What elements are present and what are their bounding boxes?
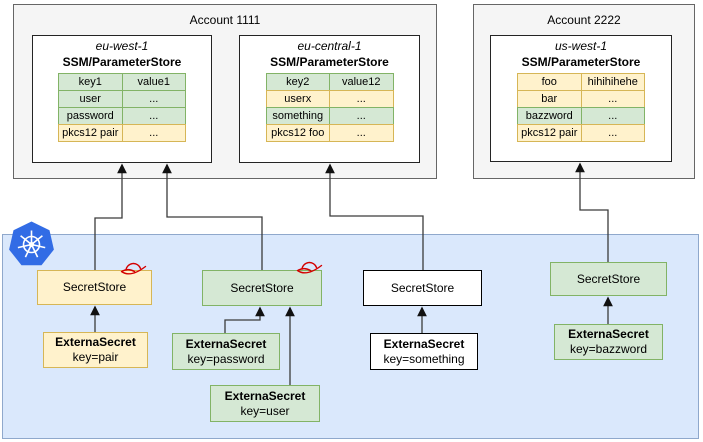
param-value-cell: ... [329, 90, 394, 108]
param-key-cell: bar [517, 90, 582, 108]
parameter-store-title: SSM/ParameterStore [62, 55, 182, 69]
parameter-store-title: SSM/ParameterStore [270, 55, 389, 69]
param-row: pkcs12 pair ... [517, 124, 645, 142]
externalsecret-box-bazzword: ExternaSecret key=bazzword [554, 324, 663, 360]
externalsecret-title: ExternaSecret [55, 335, 136, 349]
param-key-cell: pkcs12 pair [517, 124, 582, 142]
externalsecret-key: key=user [240, 403, 290, 418]
param-value-cell: ... [121, 90, 186, 108]
externalsecret-title: ExternaSecret [224, 388, 306, 403]
param-row: something ... [265, 107, 394, 125]
parameter-table: key2 value12 userx ... something ... pkc… [265, 73, 394, 142]
param-row: userx ... [265, 90, 394, 108]
secretstore-label: SecretStore [230, 280, 294, 295]
region-box-eu-central-1: eu-central-1 SSM/ParameterStore key2 val… [239, 35, 420, 163]
param-key-cell: pkcs12 pair [58, 124, 123, 142]
region-name: eu-west-1 [95, 39, 149, 53]
externalsecret-box-user: ExternaSecret key=user [210, 385, 320, 422]
secretstore-label: SecretStore [390, 280, 455, 295]
secretstore-box-bazzword: SecretStore [550, 262, 667, 296]
externalsecret-box-password: ExternaSecret key=password [172, 333, 280, 370]
param-value-cell: ... [580, 90, 645, 108]
param-row: user ... [58, 90, 186, 108]
secretstore-label: SecretStore [62, 280, 127, 294]
param-row: pkcs12 foo ... [265, 124, 394, 142]
secretstore-box-pair: SecretStore [37, 270, 152, 305]
param-value-cell: ... [580, 124, 645, 142]
param-key-cell: something [265, 107, 330, 125]
externalsecret-title: ExternaSecret [383, 336, 465, 351]
param-value-cell: ... [329, 124, 394, 142]
externalsecret-box-pair: ExternaSecret key=pair [43, 332, 148, 368]
param-key-cell: key1 [58, 73, 123, 91]
param-key-cell: userx [265, 90, 330, 108]
region-name: eu-central-1 [297, 39, 362, 53]
param-value-cell: ... [580, 107, 645, 125]
parameter-table: key1 value1 user ... password ... pkcs12… [58, 73, 186, 142]
param-row: key1 value1 [58, 73, 186, 91]
param-value-cell: value1 [121, 73, 186, 91]
param-row: password ... [58, 107, 186, 125]
externalsecret-title: ExternaSecret [185, 336, 267, 351]
param-key-cell: password [58, 107, 123, 125]
account-label: Account 2222 [547, 13, 621, 27]
param-value-cell: ... [121, 124, 186, 142]
externalsecret-box-something: ExternaSecret key=something [370, 333, 478, 370]
externalsecret-key: key=password [187, 351, 265, 366]
secretstore-box-password-user: SecretStore [202, 270, 322, 306]
param-key-cell: foo [517, 73, 582, 91]
param-key-cell: pkcs12 foo [265, 124, 330, 142]
param-row: bar ... [517, 90, 645, 108]
externalsecret-key: key=pair [72, 350, 119, 364]
region-box-eu-west-1: eu-west-1 SSM/ParameterStore key1 value1… [32, 35, 212, 163]
externalsecret-title: ExternaSecret [568, 327, 649, 341]
externalsecret-key: key=bazzword [569, 342, 648, 356]
secretstore-box-something: SecretStore [363, 270, 482, 306]
param-row: foo hihihihehe [517, 73, 645, 91]
param-value-cell: hihihihehe [580, 73, 645, 91]
param-value-cell: value12 [329, 73, 394, 91]
secretstore-label: SecretStore [576, 271, 641, 286]
param-row: key2 value12 [265, 73, 394, 91]
account-label: Account 1111 [189, 13, 261, 27]
param-key-cell: user [58, 90, 123, 108]
region-box-us-west-1: us-west-1 SSM/ParameterStore foo hihihih… [490, 35, 672, 162]
param-row: pkcs12 pair ... [58, 124, 186, 142]
parameter-table: foo hihihihehe bar ... bazzword ... pkcs… [517, 73, 645, 142]
externalsecret-key: key=something [383, 351, 465, 366]
param-value-cell: ... [329, 107, 394, 125]
param-row: bazzword ... [517, 107, 645, 125]
region-name: us-west-1 [554, 39, 607, 53]
param-value-cell: ... [121, 107, 186, 125]
param-key-cell: bazzword [517, 107, 582, 125]
param-key-cell: key2 [265, 73, 330, 91]
parameter-store-title: SSM/ParameterStore [521, 55, 641, 69]
